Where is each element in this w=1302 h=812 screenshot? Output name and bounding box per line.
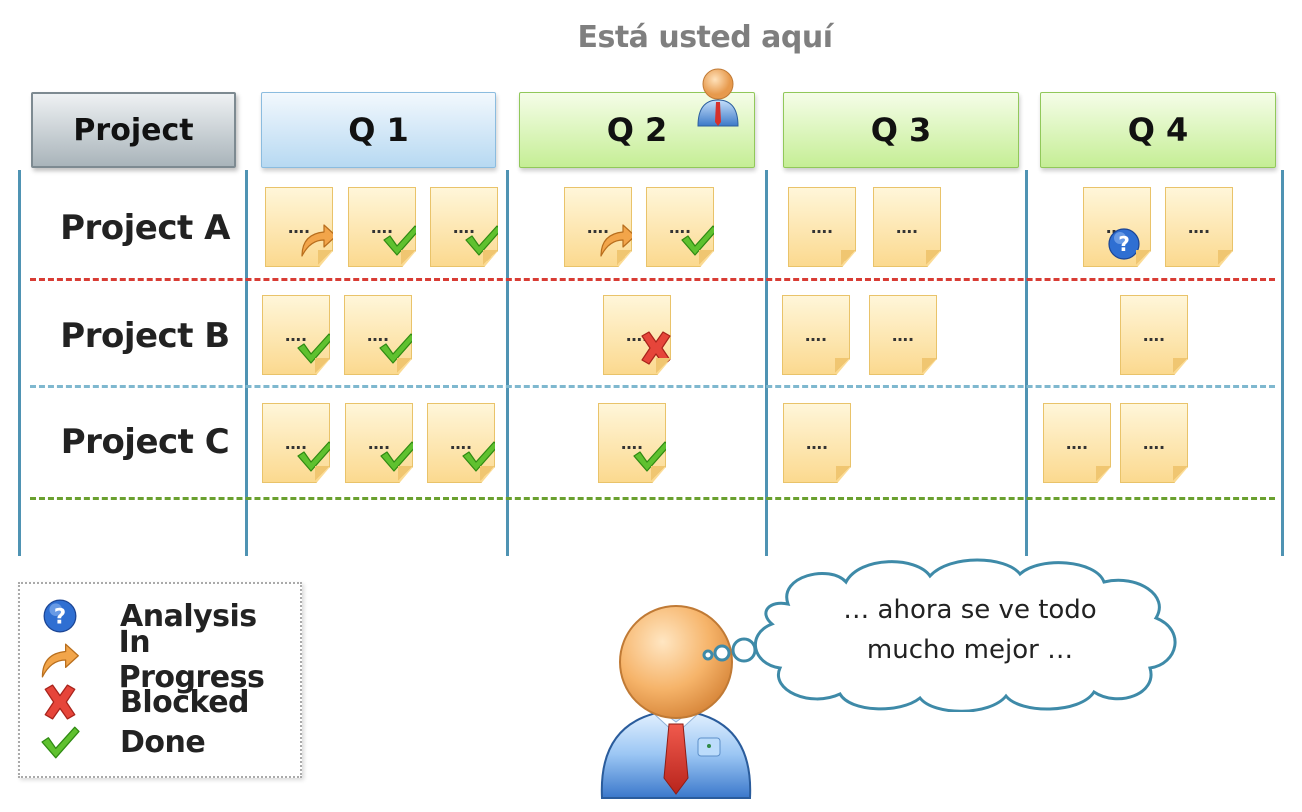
row-label-project-a: Project A (60, 208, 230, 248)
task-note-a-q4-2: …. (1165, 187, 1233, 267)
note-text: …. (370, 218, 394, 237)
row-label-project-b: Project B (60, 316, 230, 356)
task-note-b-q3-2: …. (869, 295, 937, 375)
legend-label-blocked: Blocked (120, 684, 250, 720)
task-note-c-q1-1: …. (262, 403, 330, 483)
row-label-project-c: Project C (60, 422, 230, 462)
in-progress-icon (298, 222, 338, 258)
note-text: …. (620, 434, 644, 453)
legend-item-blocked: Blocked (38, 682, 250, 722)
legend-label-analysis: Analysis (120, 598, 257, 634)
done-icon (295, 330, 335, 366)
grid-line-q4 (1025, 170, 1028, 556)
task-note-a-q1-2: …. (348, 187, 416, 267)
done-icon (460, 438, 500, 474)
note-text: …. (804, 326, 828, 345)
done-icon (679, 222, 719, 258)
thought-text: … ahora se ve todo mucho mejor … (790, 590, 1150, 670)
task-note-b-q2-1: …. (603, 295, 671, 375)
thought-bubble (702, 558, 1177, 712)
thought-line-2: mucho mejor … (866, 635, 1074, 665)
grid-line-q2 (506, 170, 509, 556)
note-text: …. (810, 218, 834, 237)
legend-label-in-progress: In Progress (118, 625, 265, 695)
task-note-b-q1-2: …. (344, 295, 412, 375)
task-note-c-q1-3: …. (427, 403, 495, 483)
done-icon (631, 438, 671, 474)
note-text: …. (449, 434, 473, 453)
grid-line-q1 (245, 170, 248, 556)
in-progress-icon (597, 222, 637, 258)
legend-label-done: Done (120, 724, 206, 760)
you-are-here-label: Está usted aquí (577, 20, 833, 55)
analysis-icon (1104, 226, 1144, 262)
blocked-icon (38, 683, 82, 721)
header-q3: Q 3 (783, 92, 1019, 168)
done-icon (295, 438, 335, 474)
note-text: …. (284, 434, 308, 453)
row-a-divider (30, 278, 1275, 281)
done-icon (38, 723, 82, 761)
grid-line-right (1281, 170, 1284, 556)
note-text: …. (284, 326, 308, 345)
note-text: …. (452, 218, 476, 237)
header-q1: Q 1 (261, 92, 496, 168)
grid-line-q3 (765, 170, 768, 556)
task-note-c-q4-1: …. (1043, 403, 1111, 483)
note-text: …. (668, 218, 692, 237)
task-note-c-q4-2: …. (1120, 403, 1188, 483)
thought-line-1: … ahora se ve todo (843, 595, 1097, 625)
done-icon (381, 222, 421, 258)
note-text: …. (366, 326, 390, 345)
you-are-here-person-icon (697, 68, 739, 127)
status-legend: Analysis In Progress Blocked Done (18, 582, 302, 778)
task-note-b-q3-1: …. (782, 295, 850, 375)
row-b-divider (30, 385, 1275, 388)
note-text: …. (895, 218, 919, 237)
in-progress-icon (38, 641, 81, 679)
task-note-c-q3-1: …. (783, 403, 851, 483)
task-note-b-q1-1: …. (262, 295, 330, 375)
note-text: …. (1142, 434, 1166, 453)
task-note-c-q1-2: …. (345, 403, 413, 483)
blocked-icon (636, 330, 676, 366)
note-text: …. (1187, 218, 1211, 237)
task-note-a-q1-3: …. (430, 187, 498, 267)
legend-item-analysis: Analysis (38, 596, 257, 636)
task-note-a-q3-1: …. (788, 187, 856, 267)
thinking-person-icon (600, 605, 752, 799)
task-note-a-q2-2: …. (646, 187, 714, 267)
note-text: …. (1065, 434, 1089, 453)
grid-line-left (18, 170, 21, 556)
task-note-c-q2-1: …. (598, 403, 666, 483)
task-note-a-q1-1: …. (265, 187, 333, 267)
header-q4: Q 4 (1040, 92, 1276, 168)
analysis-icon (38, 597, 82, 635)
task-note-a-q2-1: …. (564, 187, 632, 267)
note-text: …. (287, 218, 311, 237)
note-text: …. (625, 326, 649, 345)
done-icon (378, 438, 418, 474)
legend-item-in-progress: In Progress (38, 625, 300, 695)
note-text: …. (891, 326, 915, 345)
note-text: …. (586, 218, 610, 237)
done-icon (377, 330, 417, 366)
task-note-a-q4-1: …. (1083, 187, 1151, 267)
row-c-divider (30, 497, 1275, 500)
done-icon (463, 222, 503, 258)
task-note-a-q3-2: …. (873, 187, 941, 267)
note-text: …. (367, 434, 391, 453)
header-project: Project (31, 92, 236, 168)
legend-item-done: Done (38, 722, 206, 762)
note-text: …. (1142, 326, 1166, 345)
note-text: …. (805, 434, 829, 453)
task-note-b-q4-1: …. (1120, 295, 1188, 375)
